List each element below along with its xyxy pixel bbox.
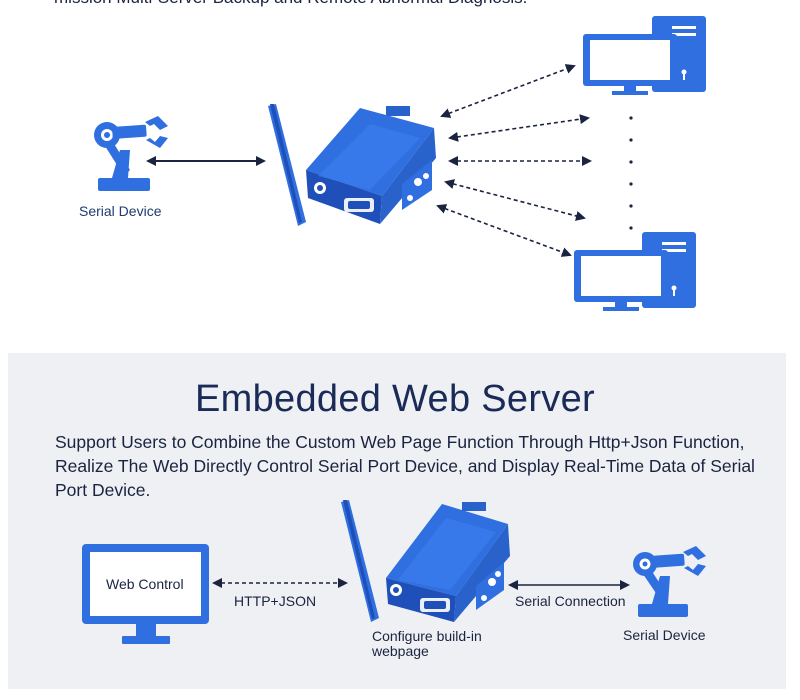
serial-device-label: Serial Device <box>623 627 706 643</box>
desktop-computer-icon <box>583 16 706 95</box>
wireless-device-icon <box>341 500 510 622</box>
robot-arm-icon <box>94 116 168 191</box>
serial-device-label: Serial Device <box>79 203 162 219</box>
top-network-diagram <box>94 16 706 311</box>
section-title: Embedded Web Server <box>195 378 595 420</box>
network-arrows <box>436 64 592 257</box>
robot-arm-icon <box>633 546 706 617</box>
monitor-icon <box>82 544 209 644</box>
desktop-computer-icon <box>574 232 696 311</box>
http-json-label: HTTP+JSON <box>234 593 317 609</box>
configure-webpage-label: Configure build-in webpage <box>372 628 482 659</box>
web-server-diagram <box>82 500 706 644</box>
web-control-label: Web Control <box>106 576 184 592</box>
serial-connection-label: Serial Connection <box>515 593 626 609</box>
wireless-device-icon <box>268 104 436 226</box>
vertical-dots-icon <box>629 116 633 230</box>
top-caption: mission Multi-Server Backup and Remote A… <box>54 0 527 8</box>
section-description: Support Users to Combine the Custom Web … <box>55 432 755 500</box>
